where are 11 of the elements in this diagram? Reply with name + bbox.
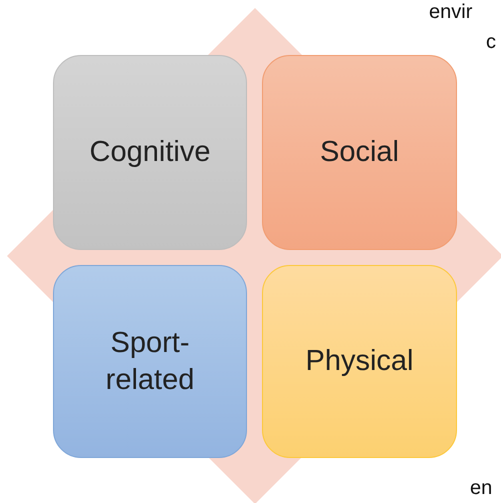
rounded-square xyxy=(53,265,247,458)
text-fragment: en xyxy=(470,478,492,498)
node-label: Social xyxy=(319,135,400,170)
node-label: Sport-related xyxy=(104,326,196,398)
node-label: Physical xyxy=(304,344,414,380)
text-fragment: c xyxy=(486,32,496,52)
rounded-square xyxy=(262,55,457,250)
node-label: Cognitive xyxy=(88,135,212,170)
text-fragment: envir xyxy=(429,2,472,22)
rounded-square xyxy=(262,265,457,458)
rounded-square xyxy=(53,55,247,250)
